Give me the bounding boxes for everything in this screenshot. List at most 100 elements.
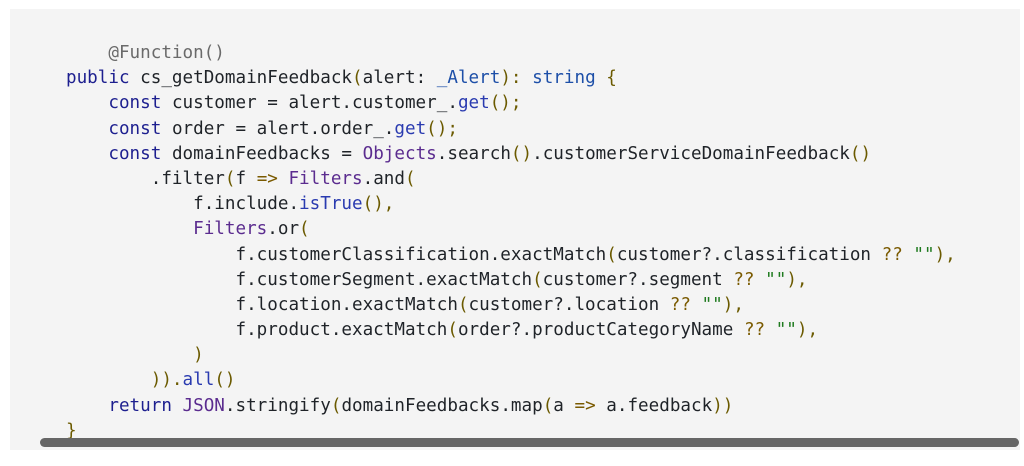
code-token: )).: [150, 370, 183, 391]
code-token: Filters: [288, 168, 363, 189]
code-token: domainFeedbacks =: [171, 143, 363, 164]
code-token: isTrue: [299, 194, 363, 215]
code-token: ),: [786, 269, 808, 290]
code-token: (: [606, 244, 617, 265]
code-token: return: [108, 395, 183, 416]
code-line: f.location.exactMatch(customer?.location…: [66, 293, 956, 318]
code-token: [691, 295, 702, 315]
code-token: ):: [500, 68, 533, 89]
code-token: [755, 270, 766, 290]
code-token: (: [352, 68, 363, 89]
code-block-panel: @Function()public cs_getDomainFeedback(a…: [10, 9, 1020, 450]
code-token: (): [214, 370, 236, 391]
code-token: [66, 43, 108, 63]
code-token: order = alert.order_.: [171, 118, 395, 139]
code-line: }: [66, 419, 956, 444]
code-token: ??: [881, 244, 903, 265]
code-token: domainFeedbacks.map: [341, 395, 543, 416]
code-token: .search: [436, 143, 511, 164]
code-token: .or: [267, 219, 300, 240]
code-token: const: [108, 93, 172, 114]
code-token: f.include.: [193, 194, 300, 215]
code-token: (): [849, 143, 872, 164]
code-token: {: [606, 68, 617, 89]
code-token: ),: [934, 244, 956, 265]
code-token: Objects: [362, 143, 437, 164]
code-token: [903, 245, 914, 265]
code-token: [66, 270, 235, 290]
code-token: a.feedback: [595, 395, 713, 416]
code-token: [66, 370, 151, 390]
code-token: get: [457, 93, 490, 114]
code-line: .filter(f => Filters.and(: [66, 167, 956, 192]
code-token: .and: [362, 168, 405, 189]
code-token: (: [330, 395, 342, 416]
code-token: [66, 144, 108, 164]
code-token: order?.productCategoryName: [457, 320, 744, 341]
code-line: public cs_getDomainFeedback(alert: _Aler…: [66, 66, 956, 91]
code-token: [66, 93, 108, 113]
code-token: ),: [796, 320, 819, 341]
code-line: const customer = alert.customer_.get();: [66, 91, 956, 116]
code-token: "": [765, 269, 787, 290]
code-token: _Alert: [436, 68, 501, 89]
code-token: "": [913, 244, 935, 265]
code-token: (: [457, 294, 469, 315]
code-line: const order = alert.order_.get();: [66, 117, 956, 142]
code-token: =>: [574, 395, 596, 416]
horizontal-scrollbar-track[interactable]: [40, 438, 1019, 447]
code-token: [66, 194, 193, 214]
code-token: all: [182, 370, 215, 391]
code-token: f.customerClassification.exactMatch: [235, 244, 607, 265]
code-token: ??: [669, 294, 691, 315]
code-token: [66, 320, 235, 340]
code-token: )): [712, 395, 734, 416]
code-token: }: [66, 420, 77, 441]
code-line: @Function(): [66, 41, 956, 66]
code-token: string: [532, 68, 607, 89]
code-token: [66, 396, 108, 416]
code-token: (: [405, 168, 416, 189]
code-line: Filters.or(: [66, 217, 956, 242]
code-token: (: [532, 269, 543, 290]
code-line: const domainFeedbacks = Objects.search ()…: [66, 142, 956, 167]
code-token: f.customerSegment.exactMatch: [235, 269, 533, 290]
code-token: [66, 245, 235, 265]
code-token: ??: [743, 320, 766, 341]
code-token: (: [224, 168, 236, 189]
code-token: customer?.classification: [616, 244, 882, 265]
code-token: [66, 345, 193, 365]
code-token: cs_getDomainFeedback: [140, 68, 353, 89]
code-token: get: [394, 118, 427, 139]
code-token: "": [701, 294, 723, 315]
code-line: f.product.exactMatch(order?.productCateg…: [66, 318, 956, 343]
code-token: @Function(): [108, 43, 225, 63]
code-token: [278, 169, 289, 189]
code-token: alert:: [362, 68, 437, 89]
code-token: const: [108, 143, 172, 164]
code-token: ): [193, 345, 204, 366]
code-token: f: [235, 168, 257, 189]
code-token: customer?.segment: [542, 269, 734, 290]
code-token: customer = alert.customer_.: [171, 93, 458, 114]
code-token: [66, 169, 151, 189]
code-token: Filters: [193, 219, 268, 240]
code-token: JSON: [182, 395, 225, 416]
code-token: (: [447, 320, 458, 341]
code-token: a: [553, 395, 575, 416]
code-token: f.product.exactMatch: [235, 320, 448, 341]
code-token: ??: [733, 269, 755, 290]
code-token: .filter: [150, 168, 225, 189]
code-token: .customerServiceDomainFeedback: [532, 143, 850, 164]
code-token: .stringify: [224, 395, 331, 416]
code-line: f.customerSegment.exactMatch(customer?.s…: [66, 268, 956, 293]
code-token: (),: [362, 194, 395, 215]
code-token: f.location.exactMatch: [235, 294, 458, 315]
code-token: [66, 295, 235, 315]
code-token: ),: [722, 294, 744, 315]
code-token: public: [66, 68, 141, 89]
code-line: ): [66, 343, 956, 368]
horizontal-scrollbar-thumb[interactable]: [40, 438, 1019, 447]
code-token: [765, 320, 776, 340]
code-token: customer?.location: [468, 294, 670, 315]
